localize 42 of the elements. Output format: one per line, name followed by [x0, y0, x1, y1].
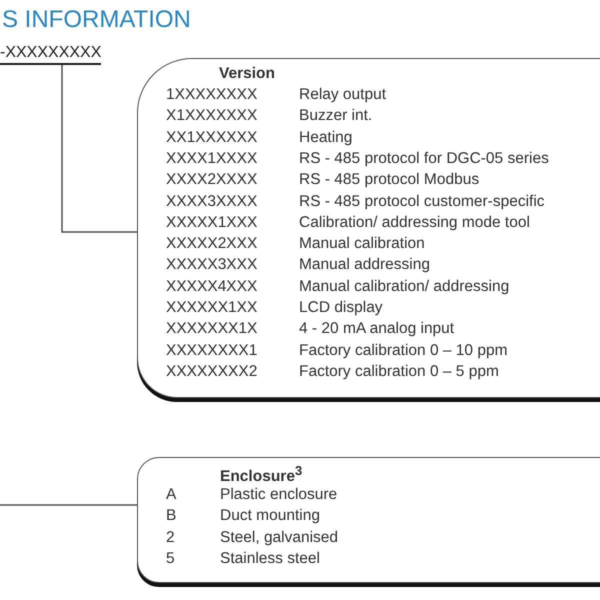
option-code: 1XXXXXXXX [166, 86, 258, 104]
option-code: XXXX3XXXX [166, 192, 258, 210]
option-code: XXXXXXXX1 [166, 342, 258, 360]
option-code: A [166, 486, 176, 504]
option-code: XXXXX4XXX [166, 278, 258, 296]
option-description: Buzzer int. [299, 107, 372, 126]
option-code: B [166, 507, 176, 526]
option-description: Steel, galvanised [220, 528, 338, 547]
option-description: Factory calibration 0 – 5 ppm [299, 362, 499, 381]
code-text: -XXXXXXXXX [0, 44, 102, 65]
option-description: 4 - 20 mA analog input [299, 320, 454, 338]
option-description: Factory calibration 0 – 10 ppm [299, 342, 508, 360]
connector-line [61, 65, 137, 233]
option-code: XX1XXXXXX [166, 128, 258, 147]
option-code: XXXXX2XXX [166, 235, 258, 254]
page-title: S INFORMATION [2, 6, 191, 34]
option-code: XXXXX3XXX [166, 256, 258, 274]
option-code: XXXXXXX1X [166, 320, 258, 338]
option-code: X1XXXXXXX [166, 107, 258, 126]
option-code: XXXX2XXXX [166, 171, 258, 190]
option-description: Plastic enclosure [220, 486, 338, 504]
option-code: XXXXXX1XX [166, 299, 258, 317]
card-heading: Version [219, 65, 275, 83]
option-description: Relay output [299, 86, 386, 104]
option-description: Manual calibration/ addressing [299, 278, 510, 296]
option-description: LCD display [299, 299, 383, 317]
option-code: XXXXX1XXX [166, 214, 258, 232]
option-code: XXXXXXXX2 [166, 362, 258, 381]
connector-line [0, 504, 137, 506]
card-heading: Enclosure$^{3}$ [220, 462, 302, 486]
option-description: Calibration/ addressing mode tool [299, 214, 530, 232]
option-description: RS - 485 protocol Modbus [299, 171, 480, 190]
option-description: Manual addressing [299, 256, 430, 274]
option-description: Heating [299, 128, 352, 147]
option-description: Duct mounting [220, 507, 320, 526]
option-code: 2 [166, 528, 175, 547]
option-code: XXXX1XXXX [166, 150, 258, 168]
option-description: Stainless steel [220, 550, 320, 568]
option-description: Manual calibration [299, 235, 425, 254]
option-code: 5 [166, 550, 175, 568]
option-description: RS - 485 protocol for DGC-05 series [299, 150, 549, 168]
option-description: RS - 485 protocol customer-specific [299, 192, 545, 210]
